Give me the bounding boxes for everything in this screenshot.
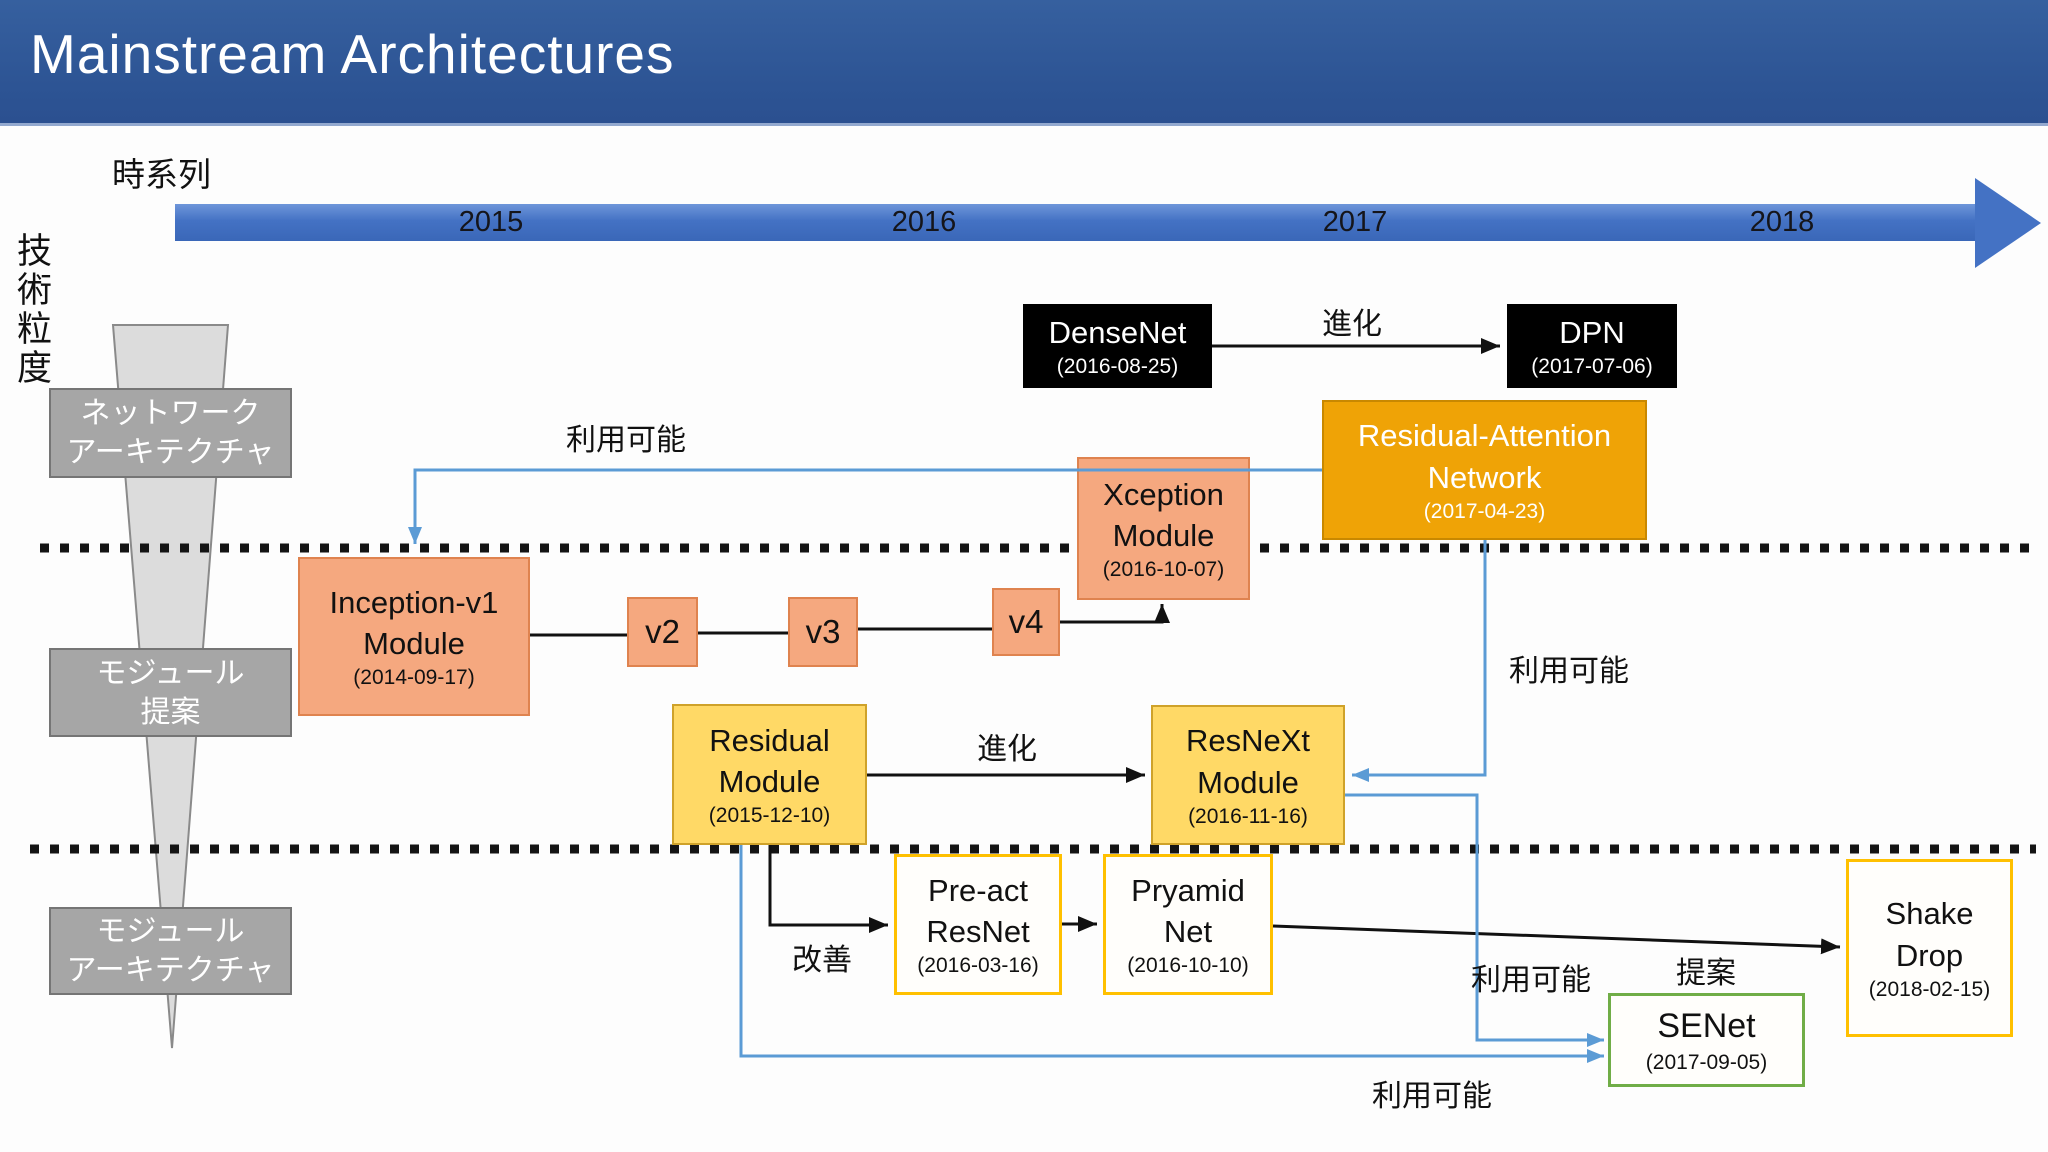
level-box-line: アーキテクチャ xyxy=(66,954,275,987)
edge-residual-to-senet-available xyxy=(739,845,1604,1063)
node-name: Shake xyxy=(1885,896,1974,932)
node-name: Network xyxy=(1427,459,1542,495)
node-name: Inception-v1 xyxy=(329,584,499,620)
node-name: Pre-act xyxy=(928,872,1028,908)
slide-title: Mainstream Architectures xyxy=(30,23,675,85)
node-name: Module xyxy=(363,626,465,662)
edge-ran-to-resnext-available xyxy=(1352,540,1487,782)
level-box-line: ネットワーク xyxy=(80,397,261,430)
level-box-module-architecture: モジュール アーキテクチャ xyxy=(49,907,292,995)
node-name: Net xyxy=(1163,914,1213,950)
edge-label-evolution-top: 進化 xyxy=(1322,308,1382,341)
node-inception-v3: v3 xyxy=(788,597,858,667)
level-box-module-proposal: モジュール 提案 xyxy=(49,648,292,737)
node-inception-v4: v4 xyxy=(992,588,1060,656)
timeline-arrow: 2015 2016 2017 2018 xyxy=(175,204,1975,241)
node-date: (2017-07-06) xyxy=(1531,354,1653,378)
timeline-arrowhead xyxy=(1975,178,2041,268)
node-residual-attention-network: Residual-Attention Network (2017-04-23) xyxy=(1322,400,1647,540)
node-name: v3 xyxy=(805,612,841,650)
edge-v4-to-xception xyxy=(1060,604,1170,624)
node-name: DenseNet xyxy=(1048,314,1187,350)
node-date: (2014-09-17) xyxy=(353,666,475,690)
edge-label-available-bottom: 利用可能 xyxy=(1372,1080,1492,1113)
edge-label-available-mid: 利用可能 xyxy=(1471,964,1591,997)
level-box-line: アーキテクチャ xyxy=(66,436,275,469)
node-pyramid-net: Pryamid Net (2016-10-10) xyxy=(1103,854,1273,995)
edge-label-available-right: 利用可能 xyxy=(1509,655,1629,688)
node-name: v2 xyxy=(645,612,680,650)
node-inception-v1-module: Inception-v1 Module (2014-09-17) xyxy=(298,557,530,716)
granularity-axis-label: 技術粒度 xyxy=(12,232,51,388)
node-date: (2018-02-15) xyxy=(1868,977,1991,1001)
node-name: Xception xyxy=(1103,476,1224,512)
node-name: Module xyxy=(1197,764,1299,800)
edge-label-available-top: 利用可能 xyxy=(566,424,686,457)
node-name: Module xyxy=(1112,518,1215,554)
node-name: Residual xyxy=(709,722,830,758)
node-dpn: DPN (2017-07-06) xyxy=(1507,304,1677,388)
level-box-line: モジュール xyxy=(96,915,245,948)
node-inception-v2: v2 xyxy=(627,597,698,667)
timeline-year-2017: 2017 xyxy=(1322,206,1388,238)
node-name: v4 xyxy=(1008,602,1044,640)
node-resnext-module: ResNeXt Module (2016-11-16) xyxy=(1151,705,1345,845)
level-box-line: 提案 xyxy=(140,695,201,729)
node-name: ResNet xyxy=(926,914,1030,950)
node-pre-act-resnet: Pre-act ResNet (2016-03-16) xyxy=(894,854,1062,995)
node-name: ResNeXt xyxy=(1185,723,1311,759)
node-date: (2017-09-05) xyxy=(1645,1050,1768,1074)
node-date: (2015-12-10) xyxy=(708,804,831,828)
node-name: Residual-Attention xyxy=(1357,418,1612,454)
node-densenet: DenseNet (2016-08-25) xyxy=(1023,304,1212,388)
edge-label-evolution-mid: 進化 xyxy=(977,733,1037,766)
node-xception-module: Xception Module (2016-10-07) xyxy=(1077,457,1250,600)
node-date: (2016-08-25) xyxy=(1056,354,1179,378)
node-residual-module: Residual Module (2015-12-10) xyxy=(672,704,867,845)
timeline-year-2015: 2015 xyxy=(458,206,524,238)
timeline-axis-label: 時系列 xyxy=(112,156,211,193)
edge-residual-to-preact xyxy=(768,845,888,933)
title-bar: Mainstream Architectures xyxy=(0,0,2048,126)
edge-resnext-to-senet-available xyxy=(1345,793,1604,1047)
node-date: (2017-04-23) xyxy=(1423,499,1546,523)
node-shake-drop: Shake Drop (2018-02-15) xyxy=(1846,859,2013,1037)
node-name: Drop xyxy=(1895,937,1964,973)
level-box-line: モジュール xyxy=(96,656,245,690)
node-date: (2016-10-07) xyxy=(1102,558,1225,582)
node-date: (2016-10-10) xyxy=(1127,954,1249,978)
edge-label-proposal: 提案 xyxy=(1676,957,1736,990)
node-date: (2016-03-16) xyxy=(917,954,1039,978)
node-senet: SENet (2017-09-05) xyxy=(1608,993,1805,1087)
node-name: SENet xyxy=(1657,1006,1756,1045)
edge-ran-to-inception-available xyxy=(408,468,1322,544)
node-name: DPN xyxy=(1559,314,1625,350)
edge-pyramid-to-shakedrop xyxy=(1272,924,1841,955)
level-box-network-architecture: ネットワーク アーキテクチャ xyxy=(49,388,292,478)
node-name: Pryamid xyxy=(1131,872,1245,908)
node-name: Module xyxy=(718,764,821,800)
edge-label-improvement: 改善 xyxy=(792,944,852,977)
node-date: (2016-11-16) xyxy=(1188,804,1308,828)
timeline-year-2016: 2016 xyxy=(891,206,957,238)
timeline-year-2018: 2018 xyxy=(1749,206,1815,238)
